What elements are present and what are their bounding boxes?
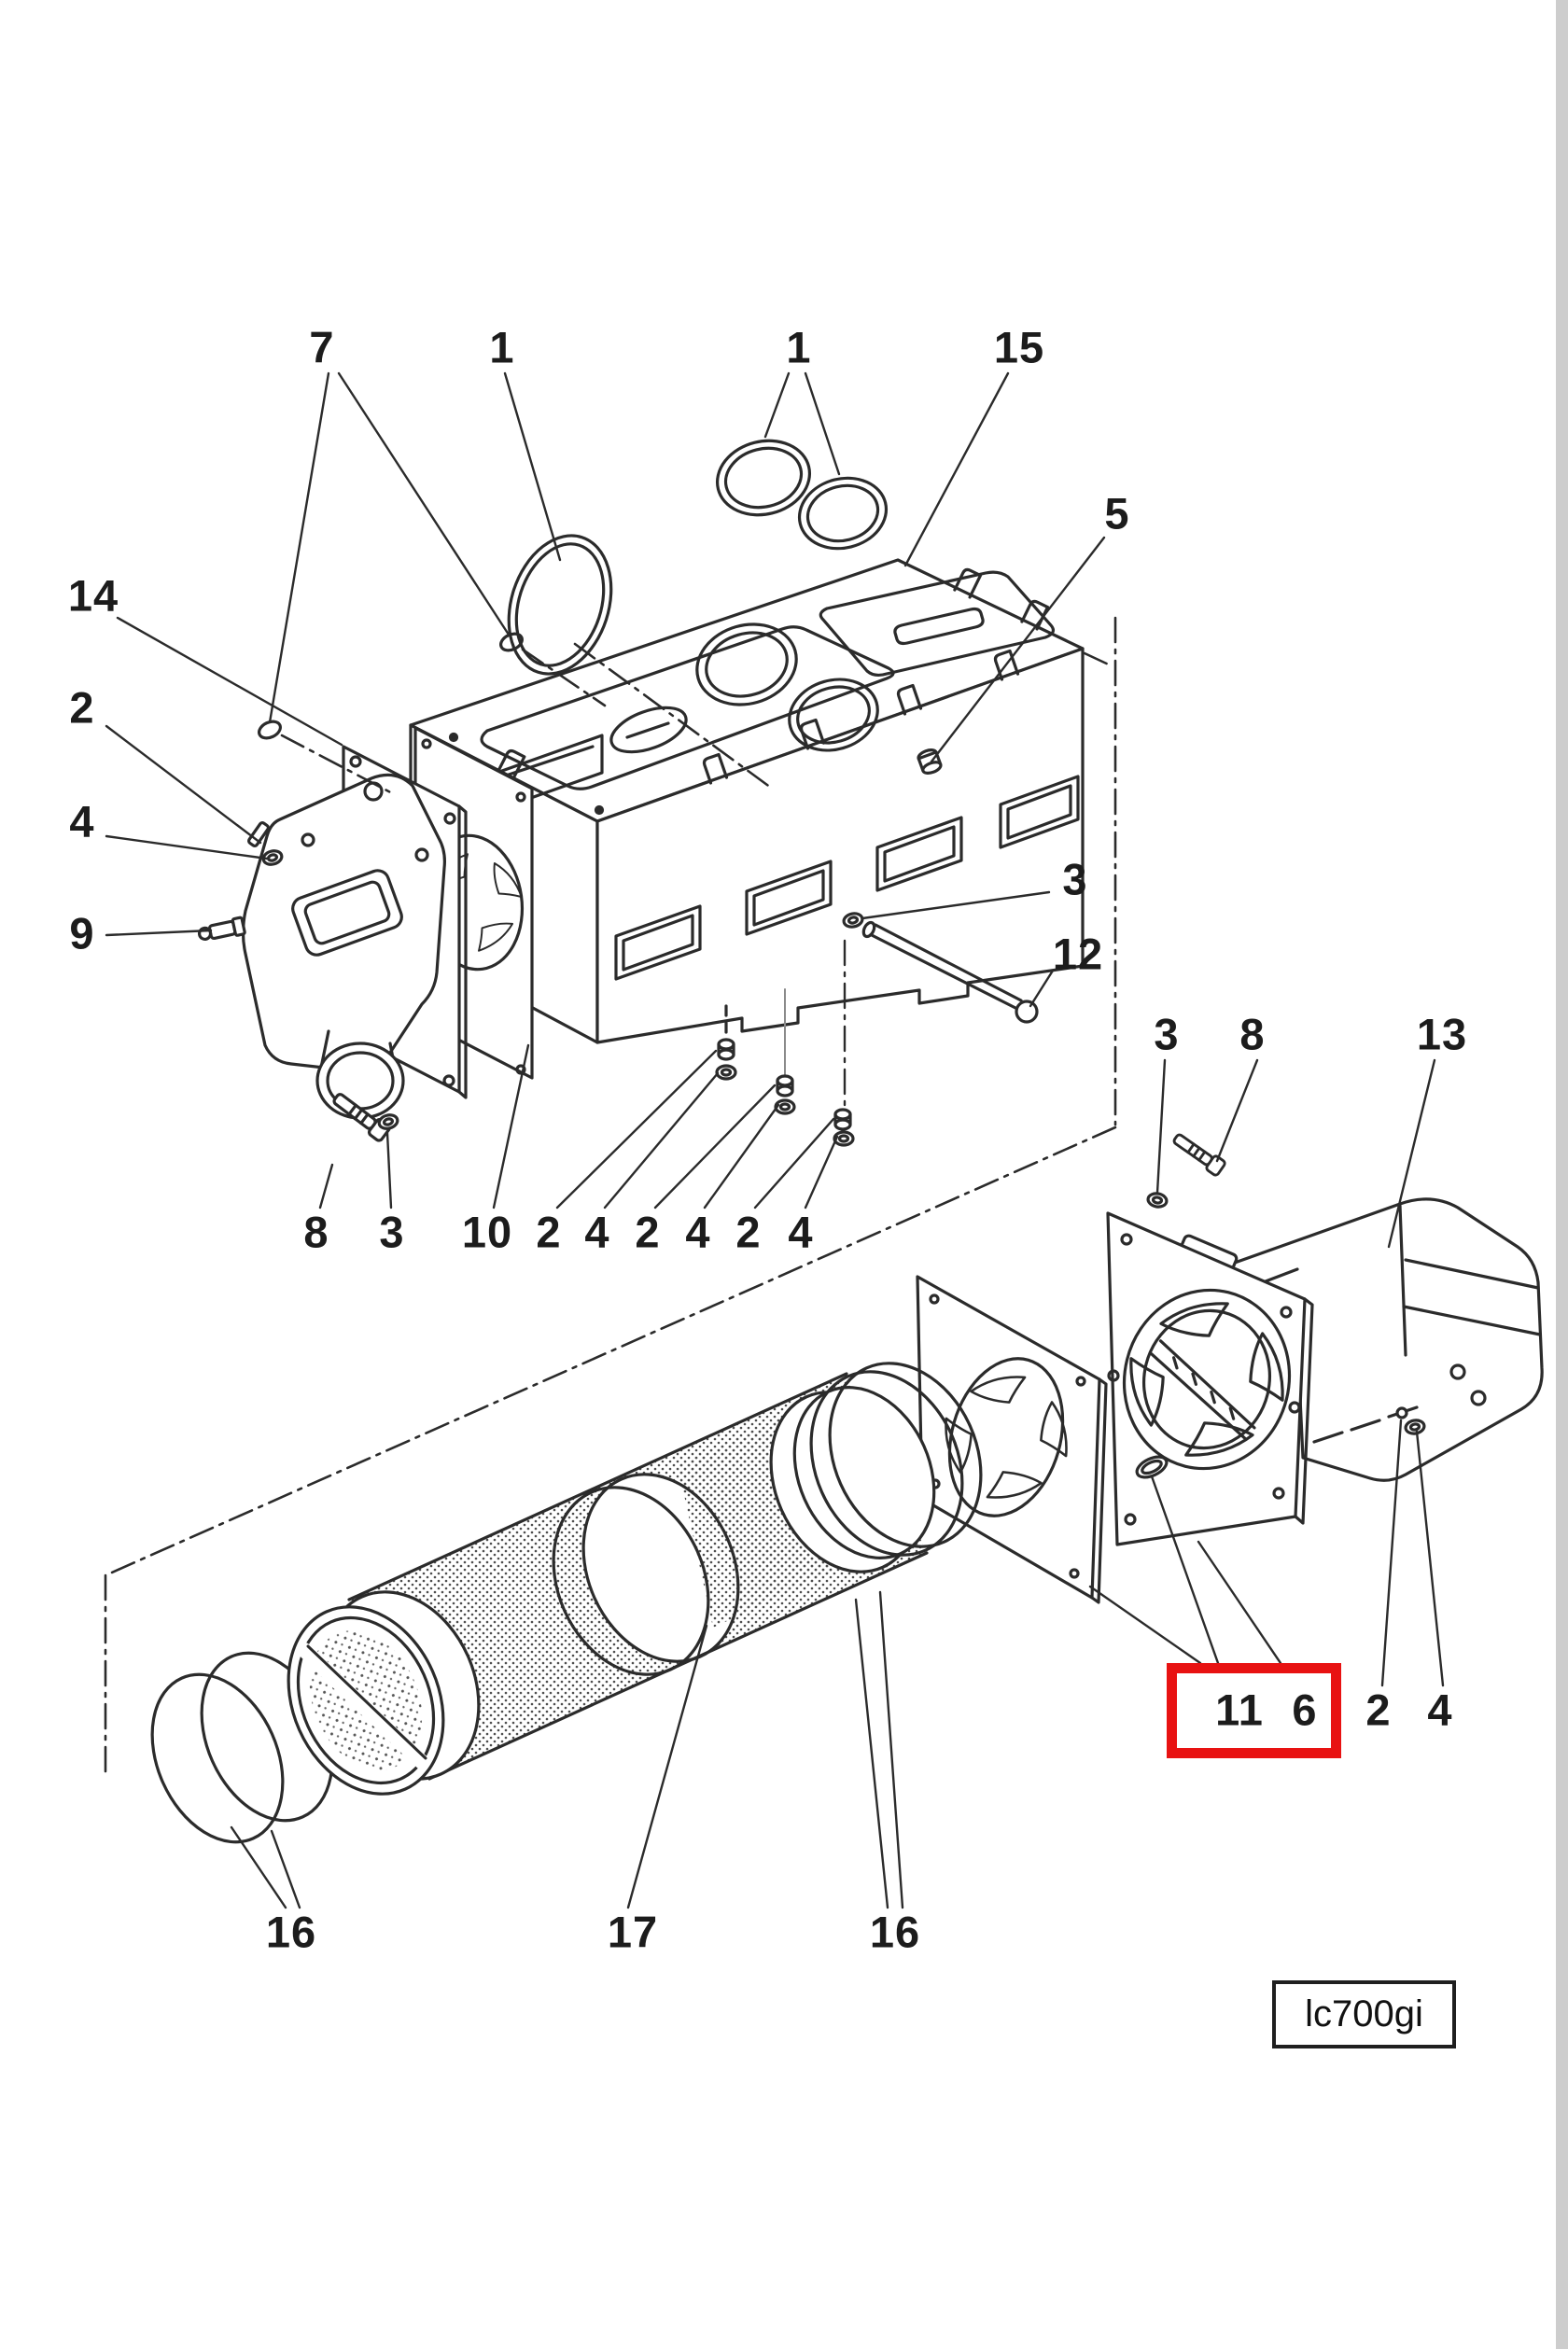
fastener-group-1 <box>715 1004 737 1081</box>
washer-3-right <box>1145 1190 1169 1210</box>
scan-edge-artifact <box>1556 0 1568 2349</box>
leader-line <box>1197 1540 1282 1665</box>
leader-line <box>1215 1058 1259 1163</box>
o-ring-1-b <box>797 476 889 551</box>
section-boundary-lines <box>104 616 1117 1775</box>
leader-line <box>1029 969 1055 1008</box>
leader-line <box>105 929 213 937</box>
fastener-group-2 <box>774 988 796 1115</box>
leader-line <box>626 1624 708 1909</box>
fastener-group-3 <box>833 939 855 1147</box>
plug-5 <box>917 748 943 775</box>
seal-ring-7-a <box>258 720 282 740</box>
leader-line <box>1088 1585 1202 1665</box>
leader-line <box>753 1117 835 1209</box>
fitting-9 <box>197 916 246 942</box>
leader-line <box>105 724 262 845</box>
leader-line <box>1415 1430 1445 1687</box>
leader-lines <box>105 371 1445 1909</box>
stud-2-left <box>247 821 270 847</box>
leader-line <box>503 371 562 562</box>
leader-line <box>1380 1419 1403 1687</box>
leader-line <box>804 1135 839 1209</box>
leader-line <box>763 371 791 439</box>
leader-line <box>861 890 1051 920</box>
drawing-code: lc700gi <box>1305 1993 1423 2034</box>
drawing-code-box: lc700gi <box>1272 1980 1456 2048</box>
inlet-housing-13 <box>1204 1197 1544 1482</box>
leader-line <box>903 371 1010 567</box>
leader-line <box>385 1131 393 1209</box>
leader-line <box>1387 1058 1436 1249</box>
tie-rod-12 <box>861 920 1039 1024</box>
gasket-11 <box>916 1275 1108 1604</box>
leader-line <box>492 1043 530 1209</box>
washer-3-left <box>375 1112 401 1132</box>
o-ring-1-left <box>507 534 613 676</box>
leader-line <box>804 371 841 476</box>
clamp-ring-16-right <box>809 1362 983 1557</box>
leader-line <box>230 1825 287 1909</box>
o-ring-1-a <box>715 439 812 517</box>
highlight-box <box>1167 1663 1341 1758</box>
leader-line <box>270 1829 301 1909</box>
bolt-8-right <box>1169 1129 1228 1178</box>
leader-line <box>337 371 511 636</box>
leader-line <box>1150 1475 1220 1665</box>
leader-line <box>930 536 1106 763</box>
leader-line <box>878 1590 904 1909</box>
leader-line <box>105 834 269 860</box>
leader-line <box>653 1084 777 1209</box>
o-ring-6 <box>1135 1455 1169 1479</box>
leader-line <box>318 1163 334 1209</box>
leader-line <box>268 371 330 724</box>
leader-line <box>854 1598 889 1909</box>
leader-line <box>555 1049 718 1209</box>
leader-line <box>116 616 343 747</box>
leader-line <box>1155 1058 1167 1195</box>
leader-line <box>703 1103 780 1209</box>
leader-line <box>603 1071 720 1209</box>
